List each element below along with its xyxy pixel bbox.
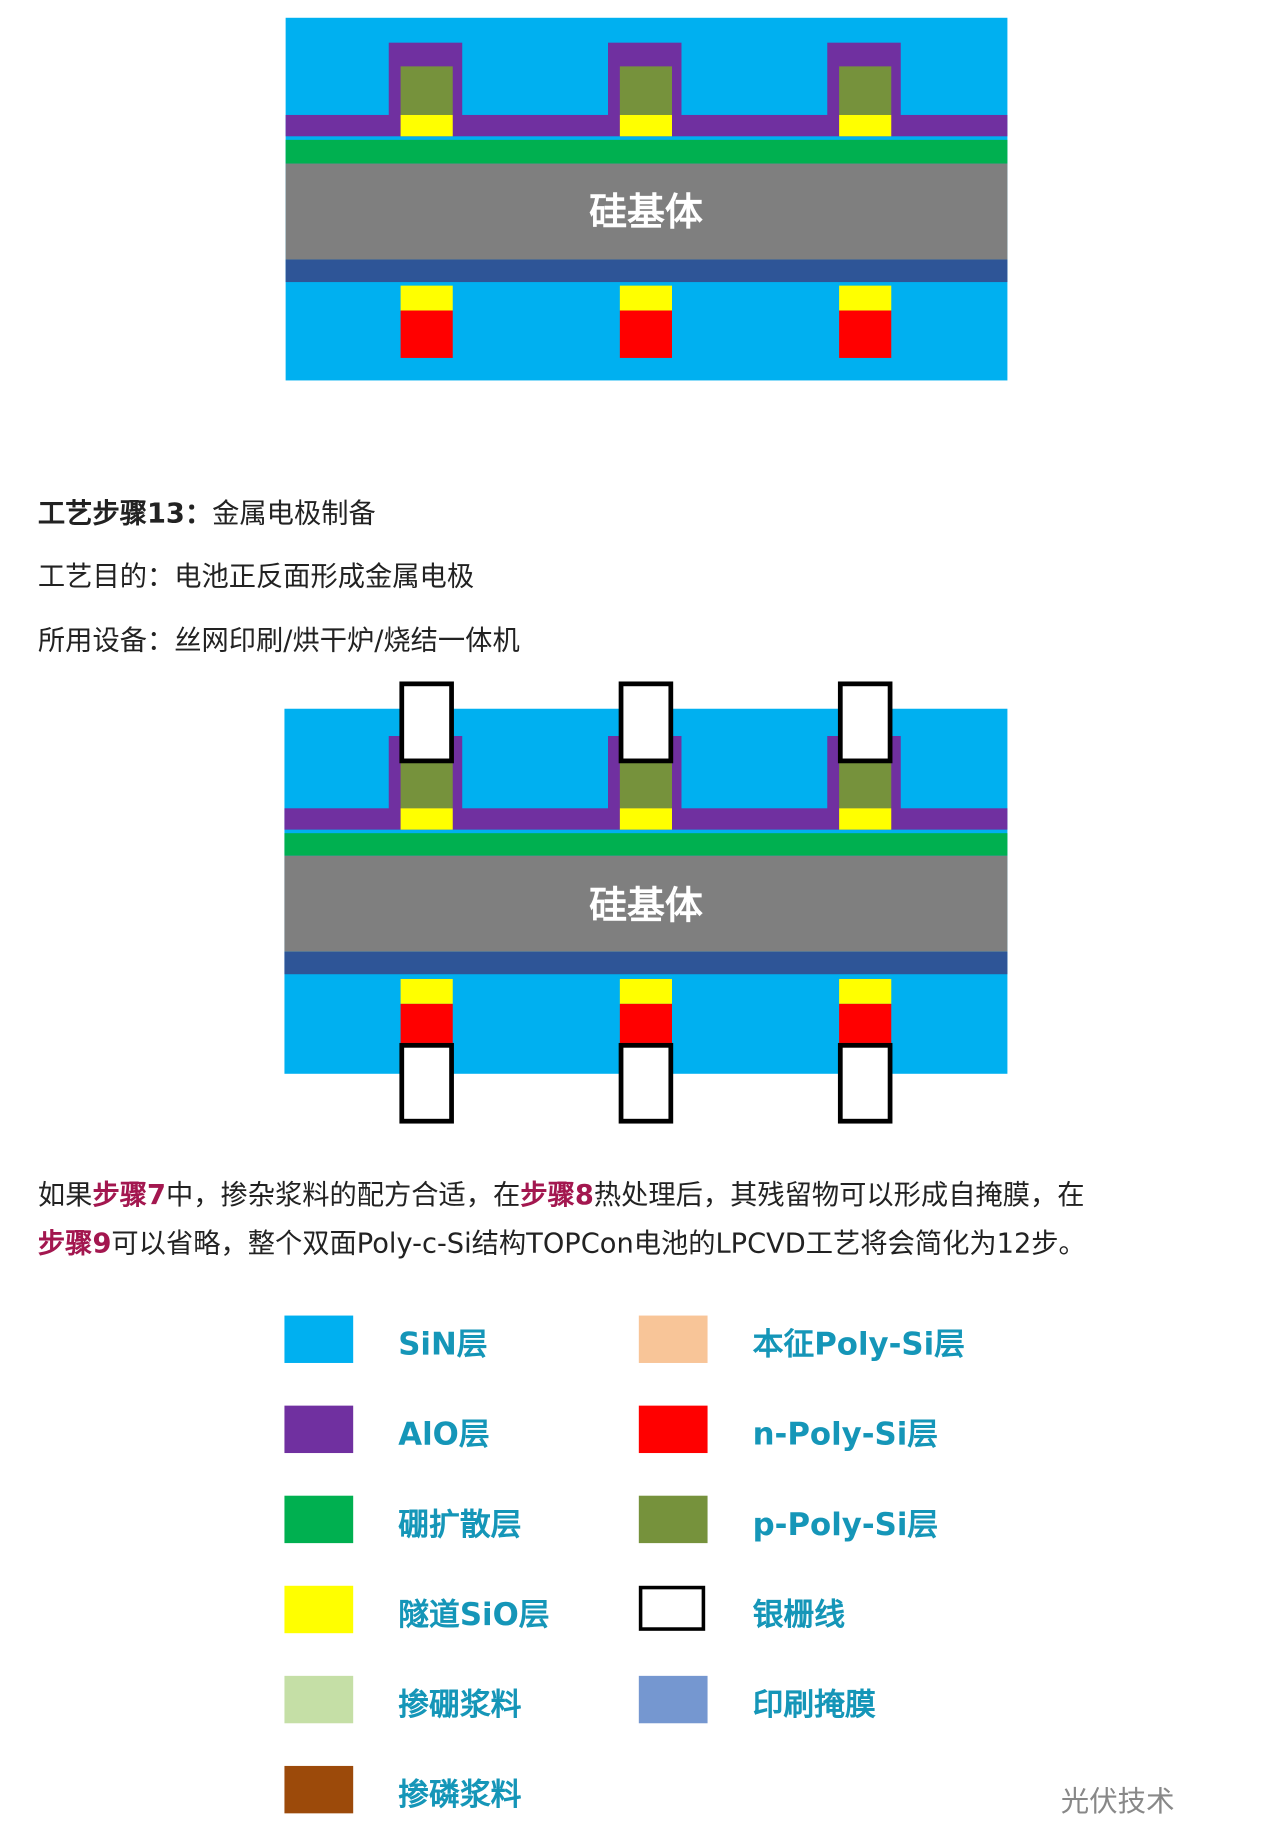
tunnel-sio-front <box>839 808 892 830</box>
p-poly-si <box>839 759 892 809</box>
legend-swatch <box>638 1405 708 1454</box>
n-poly-si <box>839 310 892 358</box>
tunnel-sio-rear <box>400 978 453 1004</box>
legend-label: 掺磷浆料 <box>398 1777 522 1814</box>
legend-swatch <box>638 1495 708 1544</box>
tunnel-sio-front <box>400 114 453 137</box>
tunnel-sio-front <box>619 114 673 137</box>
legend-label: 隧道SiO层 <box>398 1597 550 1634</box>
silver-finger-rear <box>837 1042 893 1124</box>
legend-label: 印刷掩膜 <box>752 1687 876 1724</box>
silver-finger-front <box>837 681 893 764</box>
tunnel-sio-rear <box>400 285 453 311</box>
legend-swatch <box>638 1315 708 1363</box>
p-poly-si <box>839 66 892 115</box>
n-poly-si <box>400 1003 453 1043</box>
legend-label: 银栅线 <box>752 1597 846 1634</box>
watermark: 光伏技术 <box>1060 1784 1175 1819</box>
legend-swatch <box>638 1675 708 1724</box>
step-equipment: 所用设备：丝网印刷/烘干炉/烧结一体机 <box>37 625 520 657</box>
silver-finger-front <box>618 681 674 764</box>
substrate-label: 硅基体 <box>589 884 703 928</box>
step-title: 工艺步骤13：金属电极制备 <box>37 498 376 530</box>
silver-finger-front <box>399 681 454 764</box>
legend-swatch <box>284 1675 354 1724</box>
silver-finger-rear <box>399 1042 454 1124</box>
n-poly-si <box>839 1003 892 1043</box>
legend-swatch <box>284 1585 354 1634</box>
tunnel-sio-front <box>619 808 673 830</box>
silver-finger-rear <box>618 1042 674 1124</box>
n-poly-si <box>619 1003 673 1043</box>
legend-swatch <box>284 1765 354 1814</box>
legend-label: 掺硼浆料 <box>398 1687 522 1724</box>
p-poly-si <box>619 759 673 809</box>
legend-label: SiN层 <box>398 1327 488 1363</box>
legend-swatch <box>284 1495 354 1544</box>
tunnel-sio-front <box>839 114 892 137</box>
legend-label: 硼扩散层 <box>398 1507 522 1544</box>
p-poly-si <box>400 66 453 115</box>
n-poly-si <box>619 310 673 358</box>
tunnel-sio-rear <box>839 285 892 311</box>
tunnel-sio-rear <box>619 978 673 1004</box>
p-poly-si <box>619 66 673 115</box>
paragraph-line1: 如果步骤7中，掺杂浆料的配方合适，在步骤8热处理后，其残留物可以形成自掩膜，在 <box>37 1180 1085 1212</box>
legend-swatch <box>284 1315 354 1363</box>
legend-label: 本征Poly-Si层 <box>752 1327 966 1363</box>
legend-label: p-Poly-Si层 <box>752 1507 939 1544</box>
substrate-label: 硅基体 <box>589 190 703 234</box>
step-purpose: 工艺目的：电池正反面形成金属电极 <box>37 561 475 593</box>
n-poly-si <box>400 310 453 358</box>
legend-label: n-Poly-Si层 <box>752 1417 939 1454</box>
legend-swatch <box>284 1405 354 1454</box>
tunnel-sio-front <box>400 808 453 830</box>
p-poly-si <box>400 759 453 809</box>
legend-swatch <box>638 1585 706 1631</box>
paragraph-line2: 步骤9可以省略，整个双面Poly-c-Si结构TOPCon电池的LPCVD工艺将… <box>37 1229 1086 1260</box>
tunnel-sio-rear <box>839 978 892 1004</box>
legend-label: AlO层 <box>398 1417 490 1454</box>
tunnel-sio-rear <box>619 285 673 311</box>
